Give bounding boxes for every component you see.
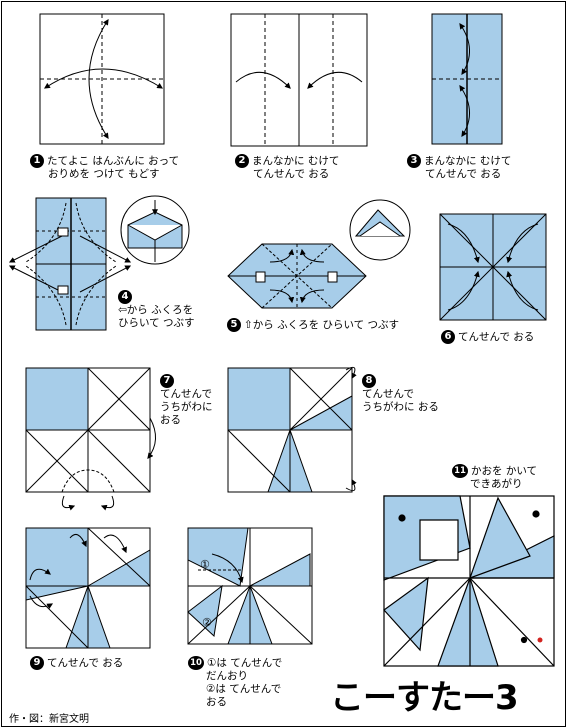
step3-line1: まんなかに むけて [424, 155, 512, 167]
step10-line4: おる [206, 696, 227, 708]
step10-line2: だんおり [206, 670, 248, 682]
step4-caption: 4 ⇦から ふくろを ひらいて つぶす [118, 290, 195, 330]
marker-1: ① [200, 558, 210, 571]
step7-line2: うちがわに [160, 401, 213, 413]
step2-line1: まんなかに むけて [252, 155, 340, 167]
step11-diagram [383, 495, 555, 667]
step7-line1: てんせんで [160, 388, 212, 400]
marker-2: ② [202, 616, 212, 629]
step1-diagram [39, 13, 165, 145]
step8-line2: うちがわに おる [362, 401, 439, 413]
step2-diagram [230, 13, 368, 147]
step2-line2: てんせんで おる [253, 168, 330, 180]
step5-line1: ⇧から ふくろを ひらいて つぶす [244, 319, 399, 331]
step7-number: 7 [160, 374, 174, 388]
step3-diagram [431, 13, 503, 145]
step4-line2: ひらいて つぶす [118, 317, 195, 329]
step5-diagram [227, 199, 411, 309]
step6-line1: てんせんで おる [458, 331, 535, 343]
page-title: こーすたー3 [330, 678, 519, 718]
step11-line1: かおを かいて [471, 465, 538, 477]
step7-caption: 7 てんせんで うちがわに おる [160, 374, 213, 427]
step10-diagram [187, 527, 313, 645]
step9-diagram [25, 527, 151, 649]
step9-number: 9 [30, 656, 44, 670]
step10-number: 10 [188, 656, 204, 670]
step9-line1: てんせんで おる [47, 657, 124, 669]
step4-line1: ⇦から ふくろを [118, 304, 194, 316]
step8-diagram [227, 366, 357, 493]
step5-caption: 5⇧から ふくろを ひらいて つぶす [227, 318, 399, 332]
step7-line3: おる [160, 414, 181, 426]
step6-number: 6 [441, 330, 455, 344]
step1-line1: たてよこ はんぶんに おって [47, 155, 180, 167]
step7-diagram [25, 367, 156, 511]
step8-number: 8 [362, 374, 376, 388]
step3-number: 3 [407, 154, 421, 168]
step2-number: 2 [235, 154, 249, 168]
step4-number: 4 [118, 290, 132, 304]
step1-line2: おりめを つけて もどす [48, 168, 160, 180]
step11-number: 11 [452, 464, 468, 478]
step6-diagram [439, 213, 547, 321]
author-credit: 作・図：新宮文明 [9, 714, 89, 725]
step8-line1: てんせんで [362, 388, 414, 400]
step4-diagram [8, 195, 190, 331]
step10-line3: ②は てんせんで [206, 683, 282, 695]
step8-caption: 8 てんせんで うちがわに おる [362, 374, 439, 414]
step11-line2: できあがり [470, 478, 523, 490]
step3-line2: てんせんで おる [425, 168, 502, 180]
step5-number: 5 [227, 318, 241, 332]
step10-line1: ①は てんせんで [207, 657, 283, 669]
step1-number: 1 [30, 154, 44, 168]
